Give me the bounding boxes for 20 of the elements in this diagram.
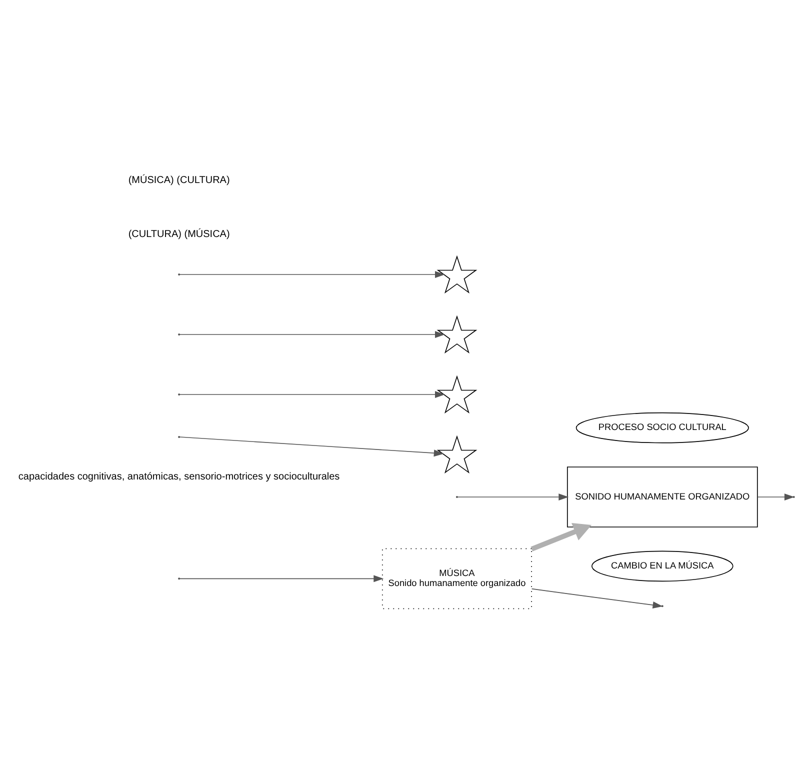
label: (MÚSICA) (CULTURA) (128, 174, 230, 186)
node-star (436, 374, 478, 413)
node-ellipse: CAMBIO EN LA MÚSICA (592, 550, 734, 582)
label: capacidades cognitivas, anatómicas, sensorio-motrices y socioculturales (18, 471, 340, 482)
node-star (436, 434, 478, 473)
arrow (757, 493, 794, 500)
node-star (436, 314, 478, 353)
arrow (180, 330, 446, 338)
node-ellipse: PROCESO SOCIO CULTURAL (576, 412, 749, 443)
arrow (180, 436, 444, 456)
arrow (180, 270, 446, 278)
label: (CULTURA) (MÚSICA) (128, 228, 230, 240)
node-box: MÚSICA Sonido humanamente organizado (382, 548, 532, 609)
arrow (530, 522, 592, 551)
arrow (180, 390, 446, 398)
arrow (180, 574, 384, 582)
node-box: SONIDO HUMANAMENTE ORGANIZADO (566, 466, 758, 527)
arrow (531, 588, 663, 608)
arrow (457, 493, 569, 500)
node-star (436, 254, 478, 293)
